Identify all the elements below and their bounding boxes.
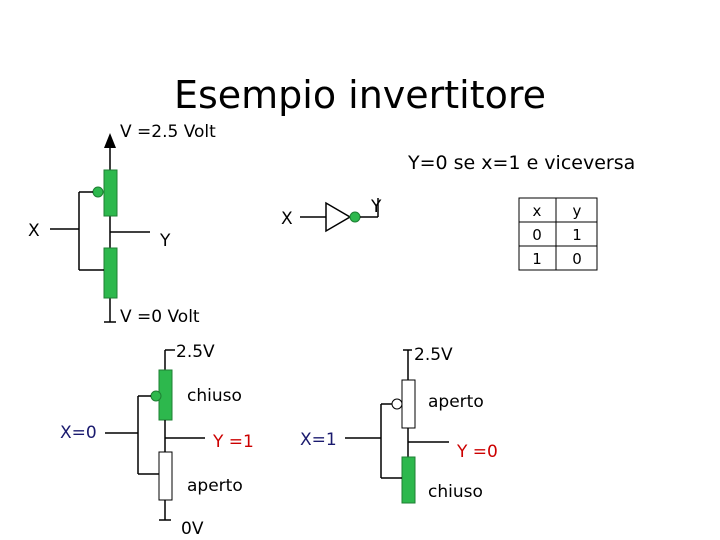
truth-table-header-x: x bbox=[533, 202, 542, 220]
case-x1-input-label: X=1 bbox=[300, 430, 337, 450]
output-label: Y bbox=[159, 231, 171, 251]
case-x1-output-label: Y =0 bbox=[456, 442, 498, 462]
vdd-arrow-icon bbox=[104, 133, 116, 148]
gnd-label: V =0 Volt bbox=[120, 307, 200, 327]
gate-input-label: X bbox=[281, 209, 293, 229]
truth-table-cell: 1 bbox=[572, 226, 582, 244]
not-gate-bubble-icon bbox=[349, 211, 361, 223]
nmos-transistor-on bbox=[401, 456, 416, 504]
pmos-transistor bbox=[103, 169, 118, 217]
truth-table-header-y: y bbox=[573, 202, 582, 220]
case-x0-circuit: 2.5V chiuso Y =1 aperto 0V X=0 bbox=[60, 342, 254, 539]
case-x1-top-state: aperto bbox=[428, 392, 484, 412]
inverter-gate-symbol: Y=0 se x=1 e viceversa X Y bbox=[281, 152, 635, 233]
gate-output-label: Y bbox=[370, 197, 382, 217]
pmos-gate-bubble-icon bbox=[92, 186, 104, 198]
vdd-label: V =2.5 Volt bbox=[120, 122, 216, 142]
case-x0-output-label: Y =1 bbox=[212, 432, 254, 452]
case-x1-circuit: 2.5V aperto Y =0 chiuso X=1 bbox=[300, 345, 498, 504]
pmos-transistor-off bbox=[401, 379, 416, 429]
pmos-gate-bubble-icon bbox=[150, 390, 162, 402]
case-x0-bottom-state: aperto bbox=[187, 476, 243, 496]
case-x0-input-label: X=0 bbox=[60, 423, 97, 443]
nmos-transistor bbox=[103, 247, 118, 299]
gate-description: Y=0 se x=1 e viceversa bbox=[407, 152, 635, 174]
truth-table-frame bbox=[518, 197, 598, 271]
truth-table-cell: 1 bbox=[532, 250, 542, 268]
pmos-gate-bubble-icon bbox=[391, 398, 403, 410]
top-inverter-circuit: V =2.5 Volt X Y V =0 Volt bbox=[28, 122, 216, 327]
page-title: Esempio invertitore bbox=[174, 73, 546, 117]
case-x1-bottom-state: chiuso bbox=[428, 482, 483, 502]
nmos-transistor-off bbox=[158, 451, 173, 501]
not-gate-icon bbox=[325, 201, 352, 233]
case-x1-vdd-label: 2.5V bbox=[414, 345, 453, 365]
truth-table-cell: 0 bbox=[532, 226, 542, 244]
case-x0-vdd-label: 2.5V bbox=[176, 342, 215, 362]
case-x0-gnd-label: 0V bbox=[181, 519, 204, 539]
case-x0-top-state: chiuso bbox=[187, 386, 242, 406]
truth-table-cell: 0 bbox=[572, 250, 582, 268]
input-label: X bbox=[28, 221, 40, 241]
truth-table: x y 0 1 1 0 bbox=[518, 197, 598, 271]
